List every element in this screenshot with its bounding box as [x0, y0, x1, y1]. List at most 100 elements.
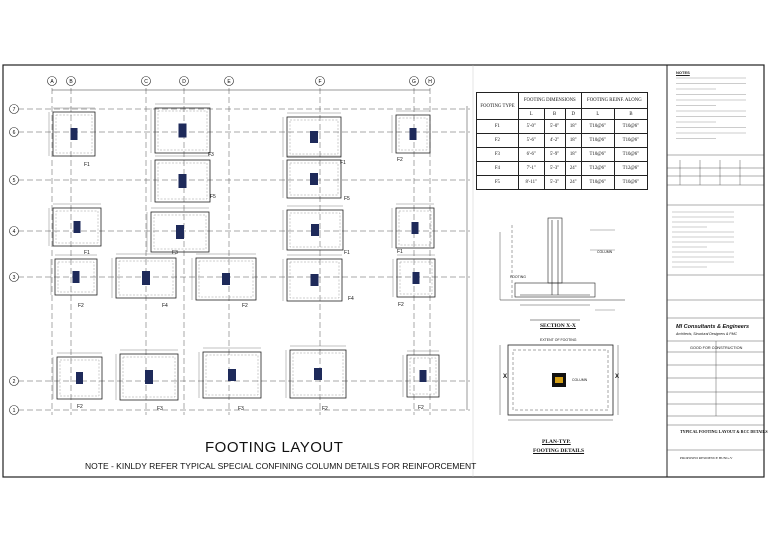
grid-label-col: G [412, 79, 416, 85]
extent-label: EXTENT OF FOOTING [540, 338, 577, 342]
footing-label: F1 [344, 250, 350, 256]
footing [48, 203, 102, 247]
footing-label: F3 [172, 250, 178, 256]
footing-label: F5 [210, 194, 216, 200]
plan-x-right: X [615, 374, 620, 380]
table-cell: F5 [476, 175, 519, 190]
table-subheader: L [580, 108, 615, 120]
column-mark [222, 273, 230, 285]
table-cell: 5'-6" [517, 133, 545, 148]
column-mark [310, 173, 318, 185]
table-cell: 8'-11" [517, 175, 545, 190]
sheet-drawing-title: TYPICAL FOOTING LAYOUT & RCC DETAILS [680, 429, 768, 434]
table-cell: 5'-0" [517, 119, 545, 134]
grid-label-row: 2 [13, 379, 16, 385]
table-header-reinf: FOOTING REINF. ALONG [580, 92, 649, 109]
footing-label: F1 [84, 250, 90, 256]
grid-bubble-row: 2 [9, 376, 19, 386]
footing [111, 253, 177, 299]
grid-bubble-row: 4 [9, 226, 19, 236]
footing-label: F2 [77, 404, 83, 410]
footing [115, 349, 179, 401]
footing [150, 155, 211, 203]
title-block-notes-placeholder [672, 77, 746, 268]
grid-vertical-lines [51, 88, 431, 415]
grid-label-col: E [227, 79, 231, 85]
footing-label: F2 [398, 302, 404, 308]
column-mark [142, 271, 150, 285]
footing-label: F3 [238, 406, 244, 412]
grid-bubble-row: 1 [9, 405, 19, 415]
table-subheader: D [564, 108, 582, 120]
table-cell: 5'-3" [543, 175, 566, 190]
footing-label: F2 [418, 405, 424, 411]
title-block-lines [667, 154, 764, 451]
column-mark [178, 123, 187, 138]
column-mark [73, 221, 81, 233]
footing-label: F2 [322, 406, 328, 412]
footing [48, 107, 96, 157]
table-cell: T10@6" [580, 133, 615, 148]
column-mark [409, 128, 417, 140]
table-cell: F1 [476, 119, 519, 134]
footing-label: F4 [162, 303, 168, 309]
grid-bubble-col: C [141, 76, 151, 86]
section-column-label: COLUMN [597, 250, 613, 254]
column-mark [411, 222, 419, 234]
footing [402, 350, 440, 398]
table-cell: 18" [564, 119, 582, 134]
footing-label: F1 [84, 162, 90, 168]
table-header-type: FOOTING TYPE [476, 92, 519, 120]
footing-schedule-table: FOOTING TYPE FOOTING DIMENSIONS FOOTING … [476, 92, 649, 190]
footing [191, 253, 257, 301]
drawing-note: NOTE - KINLDY REFER TYPICAL SPECIAL CONF… [85, 461, 477, 471]
table-subheader: L [517, 108, 545, 120]
plan-x-left: X [503, 374, 508, 380]
table-subheader: B [543, 108, 566, 120]
grid-bubble-row: 7 [9, 104, 19, 114]
table-cell: T12@6" [613, 161, 649, 176]
table-cell: T12@6" [580, 161, 615, 176]
sheet-border [2, 64, 765, 478]
grid-bubble-col: F [315, 76, 325, 86]
column-mark [176, 225, 184, 239]
grid-bubble-col: B [66, 76, 76, 86]
grid-label-row: 5 [13, 178, 16, 184]
footing [285, 345, 347, 399]
footing-label: F2 [78, 303, 84, 309]
grid-bubble-col: D [179, 76, 189, 86]
table-cell: 4'-2" [543, 133, 566, 148]
table-cell: 5'-3" [543, 161, 566, 176]
column-mark [178, 174, 187, 188]
table-header-dims: FOOTING DIMENSIONS [517, 92, 582, 109]
column-mark [72, 271, 80, 283]
footing-label: F3 [208, 152, 214, 158]
footing [392, 254, 436, 298]
table-cell: F4 [476, 161, 519, 176]
footing [146, 207, 210, 253]
footing [391, 110, 431, 154]
footing [282, 205, 344, 251]
plan-title: PLAN-TYP. [542, 439, 571, 445]
grid-bubble-col: A [47, 76, 57, 86]
table-cell: T10@6" [613, 175, 649, 190]
footing [52, 352, 103, 400]
grid-label-row: 3 [13, 275, 16, 281]
table-cell: T10@6" [580, 119, 615, 134]
top-dimension-line [52, 89, 468, 410]
company-name: MI Consultants & Engineers [676, 324, 750, 330]
grid-label-row: 4 [13, 229, 16, 235]
table-cell: 5'-0" [543, 119, 566, 134]
footing-layout [48, 103, 440, 401]
section-x-x-detail [499, 217, 625, 321]
footing-label: F5 [344, 196, 350, 202]
column-mark [314, 368, 322, 380]
grid-label-row: 1 [13, 408, 16, 414]
column-mark [310, 131, 318, 143]
